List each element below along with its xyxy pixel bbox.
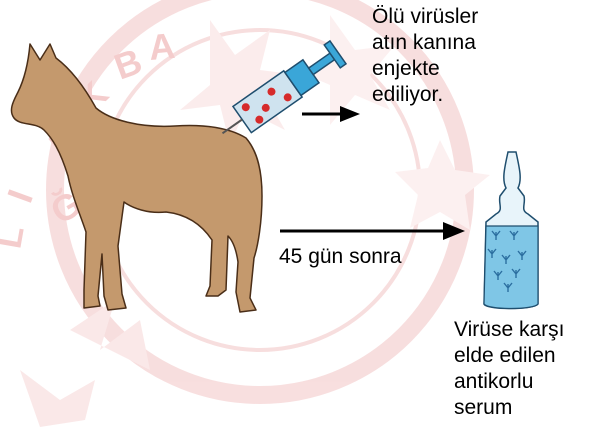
serum-label-line: elde edilen — [454, 343, 565, 369]
injection-label-line: Ölü virüsler — [372, 4, 478, 30]
serum-label-line: serum — [454, 395, 565, 421]
serum-vial-icon — [484, 152, 538, 309]
serum-label-line: antikorlu — [454, 369, 565, 395]
svg-text:I: I — [0, 184, 41, 207]
after-days-label: 45 gün sonra — [279, 244, 402, 270]
svg-text:B: B — [109, 40, 147, 87]
serum-label-line: Virüse karşı — [454, 317, 565, 343]
injection-label-line: atın kanına — [372, 30, 478, 56]
serum-label: Virüse karşı elde edilen antikorlu serum — [454, 317, 565, 421]
svg-text:A: A — [147, 25, 176, 68]
injection-label-line: ediliyor. — [372, 82, 478, 108]
arrow-after-days — [280, 222, 465, 240]
injection-label-line: enjekte — [372, 56, 478, 82]
injection-label: Ölü virüsler atın kanına enjekte ediliyo… — [372, 4, 478, 108]
svg-text:L: L — [0, 223, 32, 252]
